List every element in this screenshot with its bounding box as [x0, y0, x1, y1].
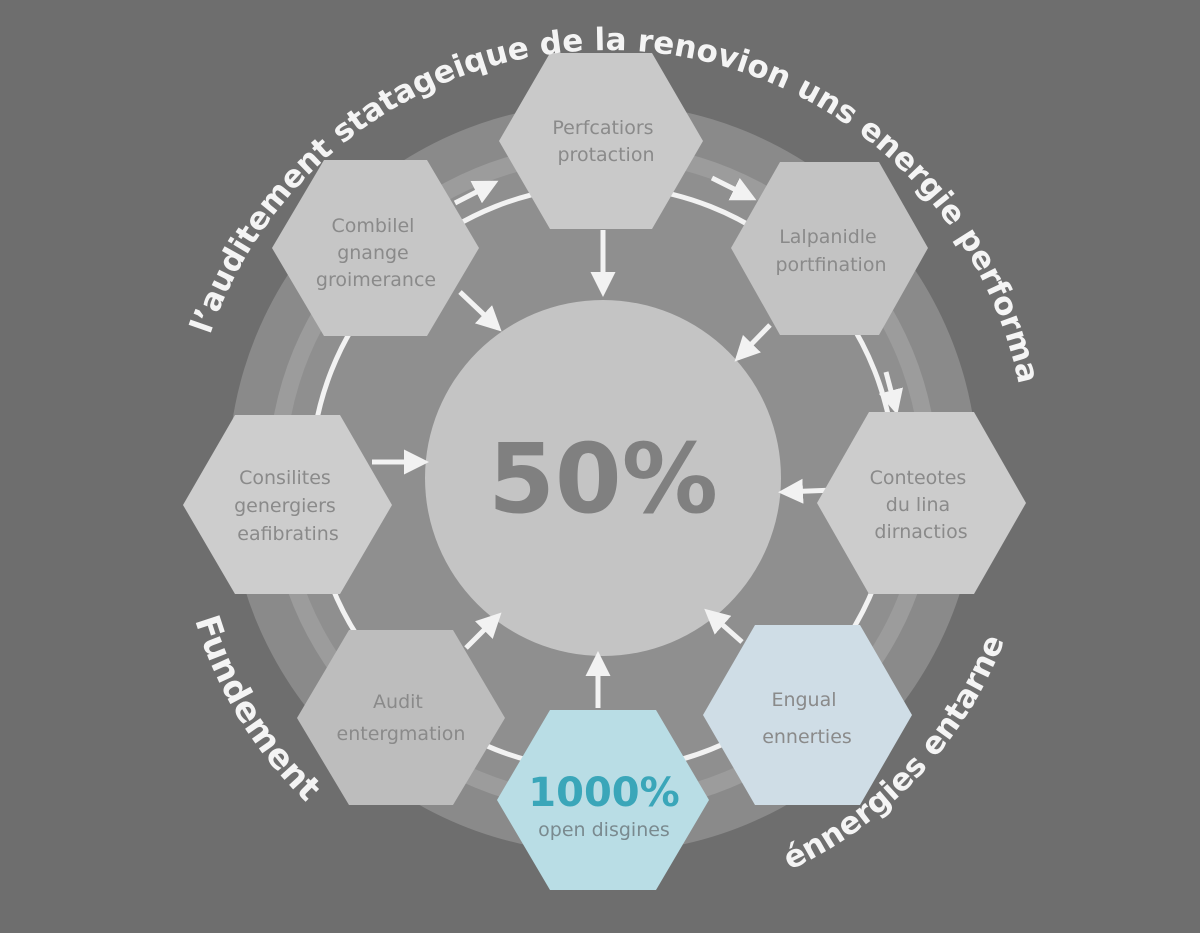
node-upper-left-line-1: Combilel [331, 215, 414, 237]
ring-arrow-2 [710, 175, 757, 201]
hexagon-left [183, 415, 392, 594]
node-upper-left: Combilel gnange groimerance [272, 160, 479, 336]
hexagon-right [817, 412, 1026, 594]
node-upper-left-line-3: groimerance [316, 269, 436, 291]
arrow-in-upper-right [734, 323, 772, 362]
node-left-label: Consilites genergiers eafibratins [234, 467, 342, 545]
hexagon-bottom [497, 710, 709, 890]
node-lower-left-label: Audit entergmation [337, 691, 466, 745]
node-right-line-3: dirnactios [874, 521, 967, 543]
node-left-line-1: Consilites [239, 467, 331, 489]
node-top-label: Perfcatiors protaction [552, 117, 659, 166]
node-lower-right-line-2: ennerties [762, 726, 852, 748]
hexagon-lower-left [297, 630, 505, 805]
node-right-line-2: du lina [886, 494, 950, 516]
node-right: Conteotes du lina dirnactios [817, 412, 1026, 594]
ring-arrows [453, 175, 903, 415]
node-bottom: 1000% open disgines [497, 710, 709, 890]
arrow-in-lower-right [704, 608, 744, 644]
node-lower-left: Audit entergmation [297, 630, 505, 805]
node-left-line-2: genergiers [234, 495, 336, 517]
node-top: Perfcatiors protaction [499, 53, 703, 229]
hexagon-lower-right [703, 625, 912, 805]
hexagon-upper-left [272, 160, 479, 336]
node-lower-right: Engual ennerties [703, 625, 912, 805]
node-lower-left-line-1: Audit [373, 691, 423, 713]
node-upper-right-line-2: portfination [776, 254, 887, 276]
node-left-line-3: eafibratins [237, 523, 339, 545]
node-upper-left-label: Combilel gnange groimerance [316, 215, 436, 291]
node-upper-left-line-2: gnange [337, 242, 409, 264]
center-circle [425, 300, 781, 656]
node-top-line-2: protaction [557, 144, 654, 166]
center-value: 50% [488, 423, 718, 535]
node-lower-right-line-1: Engual [771, 689, 836, 711]
arrow-in-upper-left [458, 290, 502, 332]
node-bottom-value: 1000% [528, 770, 679, 816]
node-upper-right: Lalpanidle portfination [731, 162, 928, 335]
hexagon-top [499, 53, 703, 229]
node-left: Consilites genergiers eafibratins [183, 415, 392, 594]
hexagon-upper-right [731, 162, 928, 335]
node-lower-right-label: Engual ennerties [762, 689, 852, 748]
node-right-label: Conteotes du lina dirnactios [870, 467, 973, 543]
ring-arrow-3 [878, 371, 903, 415]
arrow-in-lower-left [464, 612, 502, 650]
ring-arrow-1 [453, 180, 499, 206]
node-right-line-1: Conteotes [870, 467, 967, 489]
node-lower-left-line-2: entergmation [337, 723, 466, 745]
node-upper-right-line-1: Lalpanidle [779, 226, 877, 248]
node-bottom-label: open disgines [538, 819, 670, 841]
node-upper-right-label: Lalpanidle portfination [776, 226, 887, 276]
node-top-line-1: Perfcatiors [552, 117, 653, 139]
